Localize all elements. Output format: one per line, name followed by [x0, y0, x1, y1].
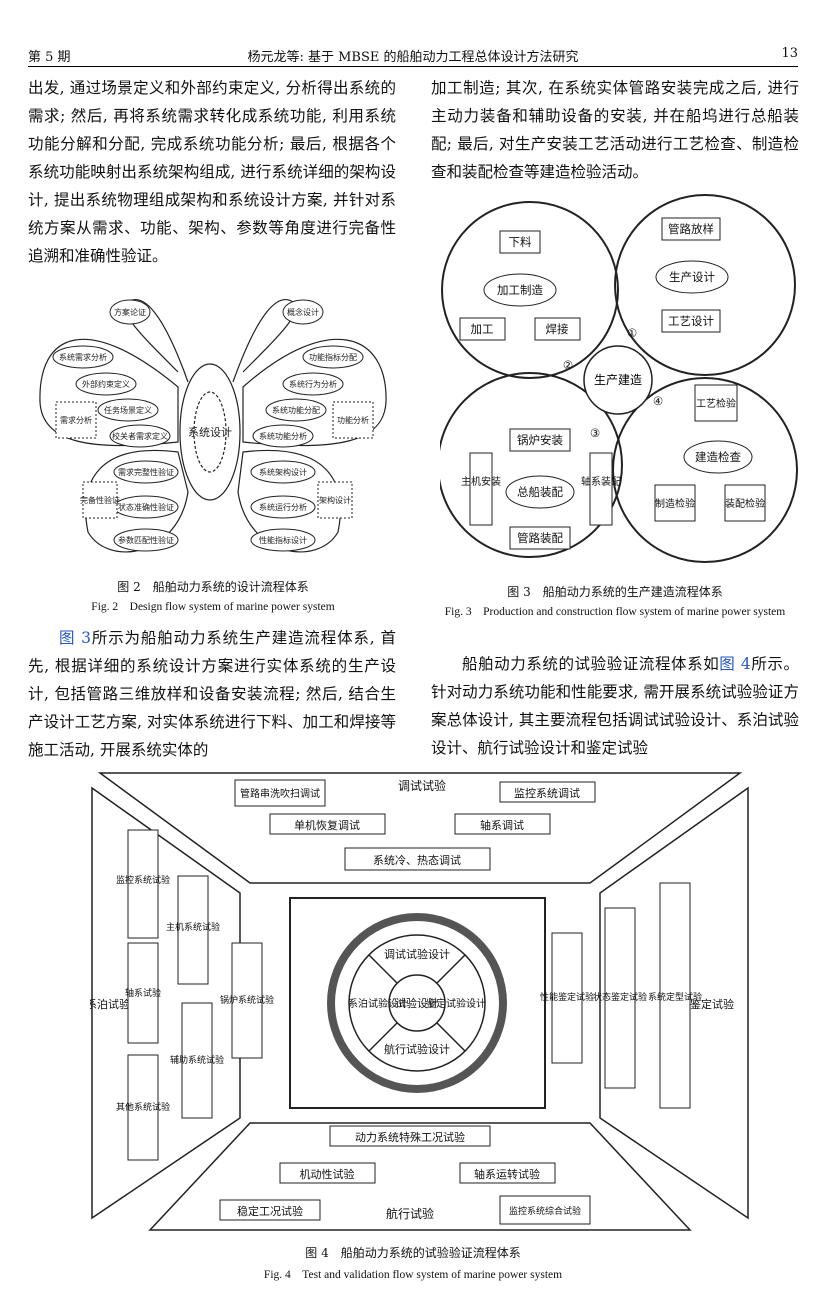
fig4-bottom-item-4: 监控系统综合试验: [509, 1205, 581, 1217]
fig4-top-item-0: 管路串洗吹扫调试: [240, 787, 320, 800]
fig2-ll-0: 需求完整性验证: [118, 467, 174, 477]
node-top-left: 方案论证: [114, 307, 146, 317]
fig4-bottom-title: 航行试验: [386, 1206, 434, 1221]
fig4-right-item-2: 系统定型试验: [648, 991, 702, 1003]
left-column-top: 出发, 通过场景定义和外部约束定义, 分析得出系统的需求; 然后, 再将系统需求…: [28, 74, 396, 270]
fig2-ur-1: 系统行为分析: [289, 379, 337, 389]
fig3-caption-en: Fig. 3 Production and construction flow …: [444, 606, 786, 618]
fig4-caption-en: Fig. 4 Test and validation flow system o…: [263, 1269, 563, 1281]
figure-ref-link[interactable]: 图 3: [59, 629, 91, 647]
fig4-bottom-item-1: 机动性试验: [300, 1167, 355, 1181]
fig3-q1-bot: 工艺设计: [668, 314, 714, 328]
fig4-right-title: 鉴定试验: [690, 997, 734, 1011]
fig4-caption-cn: 图 4 船舶动力系统的试验验证流程体系: [305, 1246, 521, 1260]
fig3-q2-num: ②: [563, 358, 573, 372]
fig2-caption-cn: 图 2 船舶动力系统的设计流程体系: [117, 580, 309, 594]
fig2-ul-1: 外部约束定义: [82, 379, 130, 389]
fig3-q2-left: 加工: [471, 322, 494, 336]
fig2-lr-side: 架构设计: [319, 495, 351, 505]
fig3-q1-top: 管路放样: [668, 222, 714, 236]
fig4-center-left: 系泊试验设计: [348, 997, 408, 1010]
fig4-center-top: 调试试验设计: [384, 947, 450, 961]
fig2-ll-side: 完备性验证: [80, 495, 120, 505]
fig3-q1-mid: 生产设计: [669, 270, 715, 284]
paragraph: 船舶动力系统的试验验证流程体系如图 4所示。针对动力系统功能和性能要求, 需开展…: [431, 650, 799, 762]
fig4-left-title: 系泊试验: [90, 997, 130, 1011]
running-header: 第 5 期 杨元龙等: 基于 MBSE 的船舶动力工程总体设计方法研究 13: [28, 44, 798, 67]
fig4-left-item-3: 锅炉系统试验: [220, 994, 274, 1006]
fig2-lr-0: 系统架构设计: [259, 467, 307, 477]
right-column-mid: 船舶动力系统的试验验证流程体系如图 4所示。针对动力系统功能和性能要求, 需开展…: [431, 650, 799, 762]
fig2-ul-0: 系统需求分析: [59, 352, 107, 362]
fig4-left-item-2: 轴系试验: [125, 987, 161, 999]
fig3-q2-right: 焊接: [546, 322, 569, 336]
fig2-caption-en: Fig. 2 Design flow system of marine powe…: [91, 601, 335, 613]
fig4-center-right: 鉴定试验设计: [426, 997, 486, 1010]
fig2-ur-3: 系统功能分析: [259, 431, 307, 441]
center-label: 系统设计: [188, 426, 232, 439]
paragraph: 图 3所示为船舶动力系统生产建造流程体系, 首先, 根据详细的系统设计方案进行实…: [28, 624, 396, 764]
fig3-q4-mid: 建造检查: [695, 450, 741, 464]
node-top-right: 概念设计: [287, 307, 319, 317]
fig2-ul-side: 需求分析: [60, 415, 92, 425]
fig2-lr-2: 性能指标设计: [259, 535, 307, 545]
fig3-q1-num: ①: [627, 326, 637, 340]
paragraph-text: 船舶动力系统的试验验证流程体系如: [462, 655, 720, 673]
page-number: 13: [781, 46, 798, 61]
fig4-left-item-1: 主机系统试验: [166, 921, 220, 933]
fig2-ul-2: 任务场景定义: [104, 405, 152, 415]
fig4-top-item-1: 单机恢复调试: [294, 818, 360, 832]
fig3-q4-top: 工艺检验: [696, 397, 736, 410]
fig2-ll-2: 参数匹配性验证: [118, 535, 174, 545]
fig4-top-item-3: 轴系调试: [480, 818, 524, 832]
fig2-ur-0: 功能指标分配: [309, 352, 357, 362]
paragraph-text: 所示为船舶动力系统生产建造流程体系, 首先, 根据详细的系统设计方案进行实体系统…: [28, 629, 396, 759]
fig2-ur-side: 功能分析: [337, 415, 369, 425]
fig4-center-bottom: 航行试验设计: [384, 1042, 450, 1056]
fig4-top-item-2: 监控系统调试: [514, 786, 580, 800]
left-column-mid: 图 3所示为船舶动力系统生产建造流程体系, 首先, 根据详细的系统设计方案进行实…: [28, 624, 396, 764]
fig3-center: 生产建造: [594, 373, 642, 387]
fig4-right-item-0: 性能鉴定试验: [540, 991, 594, 1003]
fig3-q4-right: 装配检验: [725, 497, 765, 510]
fig4-left-item-5: 其他系统试验: [116, 1101, 170, 1113]
fig2-lr-1: 系统运行分析: [259, 502, 307, 512]
fig3-q3-num: ③: [590, 426, 600, 440]
fig4-bottom-item-0: 动力系统特殊工况试验: [355, 1130, 465, 1144]
fig3-q2-mid: 加工制造: [497, 283, 543, 297]
fig2-ul-3: 校关者需求定义: [112, 431, 168, 441]
fig3-q3-mid: 总船装配: [517, 485, 563, 499]
figure-ref-link[interactable]: 图 4: [719, 655, 751, 673]
fig3-q4-num: ④: [653, 394, 663, 408]
fig4-left-item-4: 辅助系统试验: [170, 1054, 224, 1066]
figure-2-diagram: 方案论证 概念设计 系统设计 系统需求分析 外部约束定义 任务场景定义 校关者需…: [39, 299, 387, 553]
fig3-q4-left: 制造检验: [655, 497, 695, 510]
fig4-top-item-4: 系统冷、热态调试: [373, 854, 461, 867]
fig2-ll-1: 状态准确性验证: [118, 502, 174, 512]
paragraph-text: 所示。针对动力系统功能和性能要求, 需开展系统试验验证方案总体设计, 其主要流程…: [431, 655, 799, 757]
figure-3-diagram: 生产建造 下料 加工制造 加工 焊接 ② 管路放样 生产设计 工艺设计 ① 锅炉…: [440, 194, 798, 563]
fig4-bottom-item-3: 稳定工况试验: [237, 1204, 303, 1218]
fig4-center-core: 试验设计: [395, 996, 439, 1010]
fig4-bottom-item-2: 轴系运转试验: [474, 1167, 540, 1181]
fig2-ur-2: 系统功能分配: [272, 405, 320, 415]
fig3-q3-right: 轴系装配: [581, 475, 621, 488]
fig4-top-title: 调试试验: [398, 778, 446, 793]
paragraph: 出发, 通过场景定义和外部约束定义, 分析得出系统的需求; 然后, 再将系统需求…: [28, 79, 396, 265]
fig3-q3-left: 主机安装: [461, 475, 501, 488]
right-column-top: 加工制造; 其次, 在系统实体管路安装完成之后, 进行主动力装备和辅助设备的安装…: [431, 74, 799, 186]
fig4-right-item-1: 状态鉴定试验: [593, 991, 647, 1003]
fig3-caption-cn: 图 3 船舶动力系统的生产建造流程体系: [507, 585, 723, 599]
figure-4-diagram: 试验设计 调试试验设计 航行试验设计 系泊试验设计 鉴定试验设计 调试试验 管路…: [90, 772, 749, 1231]
fig3-q3-bot: 管路装配: [517, 531, 563, 545]
issue-label: 第 5 期: [28, 50, 71, 65]
fig4-left-item-0: 监控系统试验: [116, 874, 170, 886]
fig3-q3-top: 锅炉安装: [517, 433, 563, 447]
fig3-q2-top: 下料: [509, 235, 532, 249]
running-title: 杨元龙等: 基于 MBSE 的船舶动力工程总体设计方法研究: [247, 50, 579, 65]
paragraph: 加工制造; 其次, 在系统实体管路安装完成之后, 进行主动力装备和辅助设备的安装…: [431, 79, 799, 181]
